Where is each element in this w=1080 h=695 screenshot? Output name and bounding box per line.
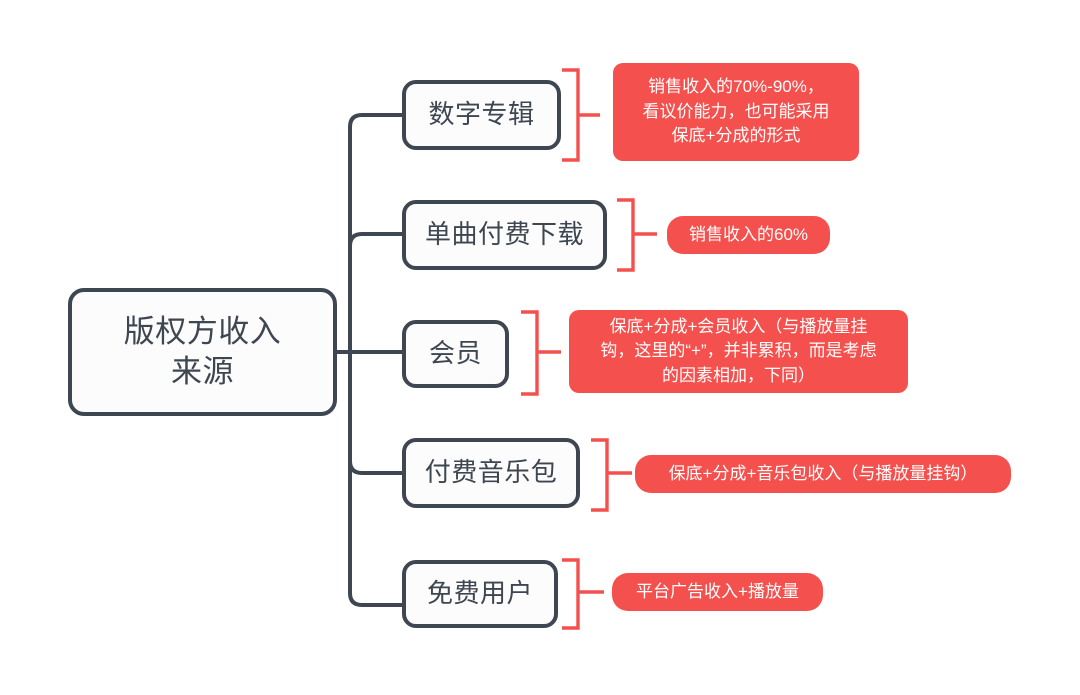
bracket-2 xyxy=(617,198,635,272)
branch-node-membership[interactable]: 会员 xyxy=(402,320,509,388)
elbow-5 xyxy=(348,579,404,607)
branch-label-free-user: 免费用户 xyxy=(426,578,533,609)
branch-node-free-user[interactable]: 免费用户 xyxy=(402,560,558,628)
root-node[interactable]: 版权方收入 来源 xyxy=(68,288,337,416)
callout-membership: 保底+分成+会员收入（与播放量挂 钩，这里的“+”，并非累积，而是考虑 的因素相… xyxy=(569,310,908,393)
branch-label-membership: 会员 xyxy=(428,338,482,369)
root-node-label: 版权方收入 来源 xyxy=(123,313,282,389)
callout-text-paid-single-download: 销售收入的60% xyxy=(688,224,809,244)
branch-node-digital-album[interactable]: 数字专辑 xyxy=(402,80,561,150)
branch-node-paid-music-package[interactable]: 付费音乐包 xyxy=(402,438,580,508)
elbow-1 xyxy=(348,113,404,141)
callout-paid-music-package: 保底+分成+音乐包收入（与播放量挂钩） xyxy=(635,455,1011,493)
bracket-4 xyxy=(591,438,609,512)
callout-text-digital-album: 销售收入的70%-90%， 看议价能力，也可能采用 保底+分成的形式 xyxy=(642,77,830,146)
callout-text-free-user: 平台广告收入+播放量 xyxy=(636,581,799,601)
bracket-1 xyxy=(562,68,580,162)
callout-digital-album: 销售收入的70%-90%， 看议价能力，也可能采用 保底+分成的形式 xyxy=(613,63,859,161)
branch-label-paid-single-download: 单曲付费下载 xyxy=(424,219,584,250)
bracket-5 xyxy=(562,558,580,630)
branch-node-paid-single-download[interactable]: 单曲付费下载 xyxy=(402,200,607,270)
callout-text-membership: 保底+分成+会员收入（与播放量挂 钩，这里的“+”，并非累积，而是考虑 的因素相… xyxy=(600,316,877,385)
branch-label-digital-album: 数字专辑 xyxy=(428,99,535,130)
callout-text-paid-music-package: 保底+分成+音乐包收入（与播放量挂钩） xyxy=(668,463,978,483)
callout-paid-single-download: 销售收入的60% xyxy=(667,216,830,254)
bracket-3 xyxy=(521,310,539,396)
elbow-4 xyxy=(348,459,404,475)
elbow-2 xyxy=(348,232,404,248)
callout-free-user: 平台广告收入+播放量 xyxy=(612,573,823,611)
branch-label-paid-music-package: 付费音乐包 xyxy=(424,457,558,488)
